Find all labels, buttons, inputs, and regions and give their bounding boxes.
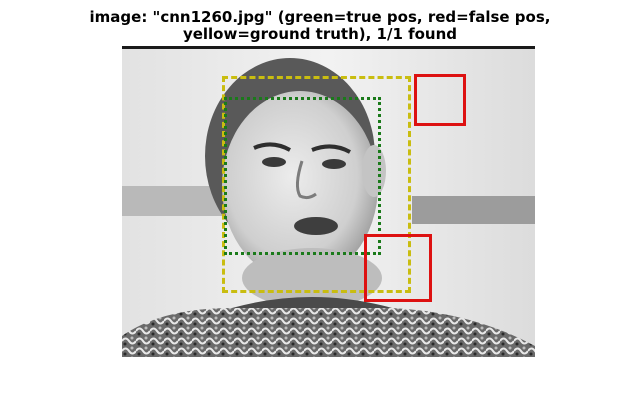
false-positive-box-1 [414, 74, 466, 126]
true-positive-box [224, 97, 381, 255]
grayscale-photo [122, 46, 535, 357]
figure-title: image: "cnn1260.jpg" (green=true pos, re… [0, 9, 640, 43]
ground-truth-box [222, 76, 411, 293]
face-detection-image [122, 46, 535, 357]
figure-title-line-1: image: "cnn1260.jpg" (green=true pos, re… [89, 8, 551, 26]
figure-title-line-2: yellow=ground truth), 1/1 found [182, 25, 458, 43]
false-positive-box-2 [364, 234, 432, 302]
